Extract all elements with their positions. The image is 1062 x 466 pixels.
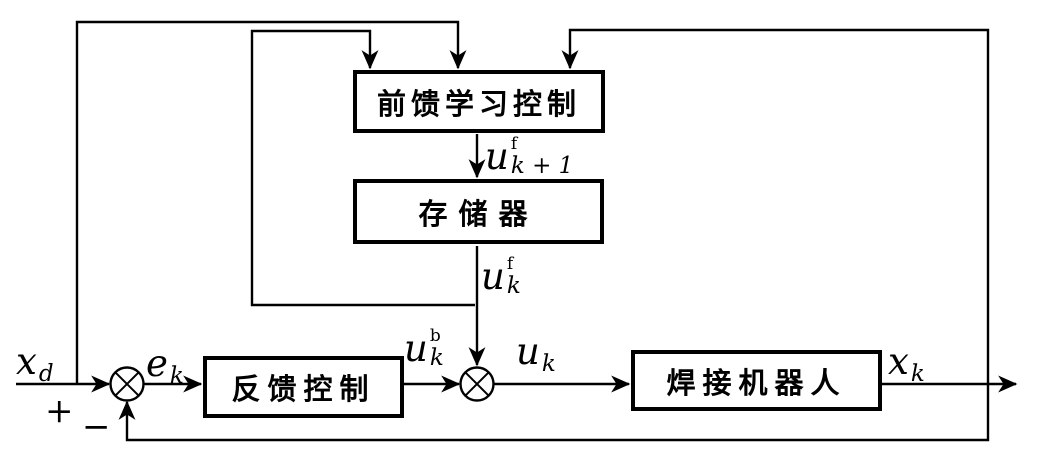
sum-junction-1-icon [109,366,145,402]
sum-junction-2-icon [459,366,495,402]
sum1-minus-sign: − [82,407,111,447]
line-ufk-branch-to-feedforward [250,29,475,307]
sum1-plus-sign: + [45,391,74,431]
signal-label-uk: uk [516,330,556,377]
block-feedforward-learning-control: 前馈学习控制 [353,70,605,133]
line-xd-branch-to-feedforward [75,20,467,384]
block-memory-label: 存储器 [418,198,539,231]
line-output-branch-to-feedforward [561,28,990,384]
block-memory: 存储器 [353,179,604,244]
block-feedback-label: 反馈控制 [231,374,376,406]
line-output-feedback-to-sum1 [118,384,990,442]
block-robot-label: 焊接机器人 [666,367,847,400]
signal-label-ek: ek [146,342,184,389]
block-feedforward-label: 前馈学习控制 [376,88,581,121]
block-feedback-control: 反馈控制 [203,356,404,418]
block-welding-robot: 焊接机器人 [631,350,882,411]
signal-label-xd: xd [16,340,54,387]
signal-label-xk: xk [888,340,925,387]
